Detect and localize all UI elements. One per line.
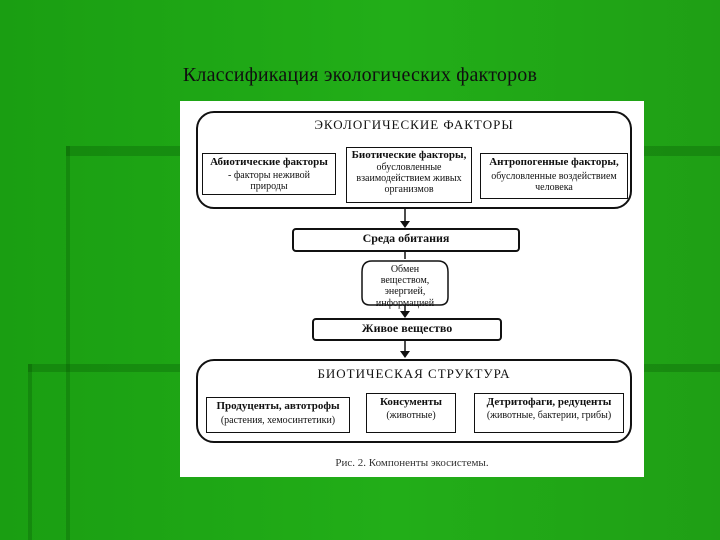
living-matter-label: Живое вещество [361,321,453,335]
abiotic-factors-desc: - факторы неживой природы [228,170,310,193]
anthropogenic-factors-title: Антропогенные факторы, [489,156,619,168]
anthropogenic-factors-desc: обусловленные воздействием человека [491,171,617,194]
abiotic-factors-title: Абиотические факторы [210,156,328,168]
biotic-structure-header: БИОТИЧЕСКАЯ СТРУКТУРА [317,366,511,381]
consumers-title: Консументы [379,396,443,408]
abiotic-factors-box [202,153,336,195]
decomposers-title: Детритофаги, редуценты [486,396,612,408]
habitat-label: Среда обитания [362,231,450,245]
figure-caption: Рис. 2. Компоненты экосистемы. [335,457,489,469]
living-matter-box [312,318,502,341]
background-band-left [66,146,70,540]
habitat-box [292,228,520,252]
ecological-factors-header: ЭКОЛОГИЧЕСКИЕ ФАКТОРЫ [314,117,514,132]
ecosystem-diagram: ЭКОЛОГИЧЕСКИЕ ФАКТОРЫ Абиотические факто… [180,101,644,477]
consumers-desc: (животные) [386,410,436,421]
consumers-box [366,393,456,433]
producers-box [206,397,350,433]
exchange-label: Обмен веществом, энергией, информацией [375,264,435,309]
connector-lines [361,209,449,358]
decomposers-desc: (животные, бактерии, грибы) [486,410,612,421]
biotic-factors-desc: обусловленные взаимодействием живых орга… [356,162,462,196]
producers-title: Продуценты, автотрофы [216,400,340,412]
decomposers-box [474,393,624,433]
anthropogenic-factors-box [480,153,628,199]
slide-title: Классификация экологических факторов [182,64,538,86]
biotic-factors-title: Биотические факторы, [351,149,467,161]
background-band-lower-left [28,364,32,540]
biotic-factors-box [346,147,472,203]
producers-desc: (растения, хемосинтетики) [220,415,336,426]
